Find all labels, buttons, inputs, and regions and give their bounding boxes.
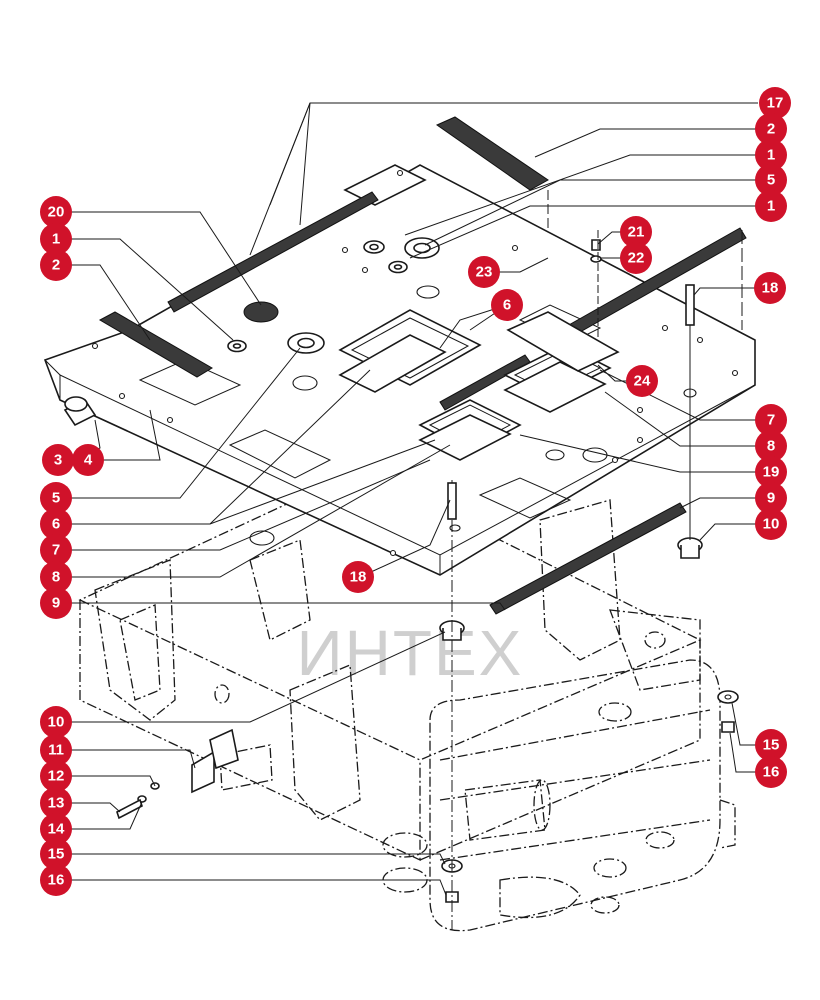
svg-text:15: 15 bbox=[48, 846, 65, 863]
svg-text:8: 8 bbox=[767, 438, 775, 455]
callout-18: 18 bbox=[342, 561, 374, 593]
svg-text:10: 10 bbox=[48, 714, 65, 731]
strip-top-right bbox=[435, 116, 549, 191]
rings-and-washers bbox=[63, 237, 739, 903]
svg-text:9: 9 bbox=[52, 595, 60, 612]
svg-text:3: 3 bbox=[54, 452, 62, 469]
callout-1: 1 bbox=[755, 139, 787, 171]
callout-24: 24 bbox=[626, 365, 658, 397]
callout-16: 16 bbox=[755, 756, 787, 788]
callout-2: 2 bbox=[40, 249, 72, 281]
callout-3: 3 bbox=[42, 444, 74, 476]
callout-20: 20 bbox=[40, 196, 72, 228]
callout-6: 6 bbox=[491, 289, 523, 321]
svg-text:7: 7 bbox=[52, 542, 60, 559]
rectangular-frames bbox=[338, 309, 620, 461]
callout-10: 10 bbox=[755, 508, 787, 540]
callout-16: 16 bbox=[40, 864, 72, 896]
svg-text:18: 18 bbox=[350, 569, 367, 586]
callout-7: 7 bbox=[755, 404, 787, 436]
callout-6: 6 bbox=[40, 508, 72, 540]
svg-text:5: 5 bbox=[52, 490, 60, 507]
strip-long-left bbox=[167, 191, 379, 313]
svg-text:19: 19 bbox=[763, 464, 780, 481]
svg-text:18: 18 bbox=[762, 280, 779, 297]
svg-text:15: 15 bbox=[763, 737, 780, 754]
callout-4: 4 bbox=[72, 444, 104, 476]
svg-text:1: 1 bbox=[767, 198, 775, 215]
svg-text:20: 20 bbox=[48, 204, 65, 221]
svg-text:16: 16 bbox=[48, 872, 65, 889]
svg-text:5: 5 bbox=[767, 172, 775, 189]
svg-text:1: 1 bbox=[52, 231, 60, 248]
svg-text:13: 13 bbox=[48, 795, 65, 812]
callout-5: 5 bbox=[755, 164, 787, 196]
callout-8: 8 bbox=[40, 561, 72, 593]
callout-9: 9 bbox=[755, 482, 787, 514]
callout-5: 5 bbox=[40, 482, 72, 514]
svg-text:22: 22 bbox=[628, 250, 645, 267]
callout-15: 15 bbox=[755, 729, 787, 761]
callout-9: 9 bbox=[40, 587, 72, 619]
svg-text:8: 8 bbox=[52, 569, 60, 586]
callout-18: 18 bbox=[754, 272, 786, 304]
svg-text:1: 1 bbox=[767, 147, 775, 164]
callout-1: 1 bbox=[755, 190, 787, 222]
svg-text:10: 10 bbox=[763, 516, 780, 533]
callout-7: 7 bbox=[40, 534, 72, 566]
callout-1: 1 bbox=[40, 223, 72, 255]
callout-19: 19 bbox=[755, 456, 787, 488]
svg-text:16: 16 bbox=[763, 764, 780, 781]
svg-text:2: 2 bbox=[767, 121, 775, 138]
strip-front bbox=[489, 502, 687, 615]
svg-text:17: 17 bbox=[767, 95, 784, 112]
callout-12: 12 bbox=[40, 760, 72, 792]
bolts-and-axes bbox=[447, 190, 743, 930]
callout-22: 22 bbox=[620, 242, 652, 274]
callout-17: 17 bbox=[759, 87, 791, 119]
callout-8: 8 bbox=[755, 430, 787, 462]
svg-text:23: 23 bbox=[476, 264, 493, 281]
svg-text:14: 14 bbox=[48, 821, 65, 838]
svg-text:6: 6 bbox=[503, 297, 511, 314]
callout-10: 10 bbox=[40, 706, 72, 738]
svg-text:21: 21 bbox=[628, 224, 645, 241]
svg-text:4: 4 bbox=[84, 452, 93, 469]
callout-21: 21 bbox=[620, 216, 652, 248]
strip-left-short bbox=[98, 311, 213, 378]
callout-11: 11 bbox=[40, 734, 72, 766]
chassis-frame bbox=[78, 469, 736, 932]
svg-text:11: 11 bbox=[48, 742, 64, 759]
callout-2: 2 bbox=[755, 113, 787, 145]
svg-text:6: 6 bbox=[52, 516, 60, 533]
svg-text:2: 2 bbox=[52, 257, 60, 274]
callout-15: 15 bbox=[40, 838, 72, 870]
svg-text:9: 9 bbox=[767, 490, 775, 507]
svg-text:7: 7 bbox=[767, 412, 775, 429]
watermark-text: ИНТЕХ bbox=[297, 617, 524, 689]
anti-slip-strips bbox=[98, 116, 747, 615]
callout-14: 14 bbox=[40, 813, 72, 845]
callouts: 17 2 1 5 1 20 1 2 21 22 23 18 6 24 3 4 7… bbox=[40, 87, 791, 896]
svg-text:24: 24 bbox=[634, 373, 651, 390]
leader-lines bbox=[56, 102, 770, 896]
svg-text:12: 12 bbox=[48, 768, 65, 785]
callout-13: 13 bbox=[40, 787, 72, 819]
callout-23: 23 bbox=[468, 256, 500, 288]
